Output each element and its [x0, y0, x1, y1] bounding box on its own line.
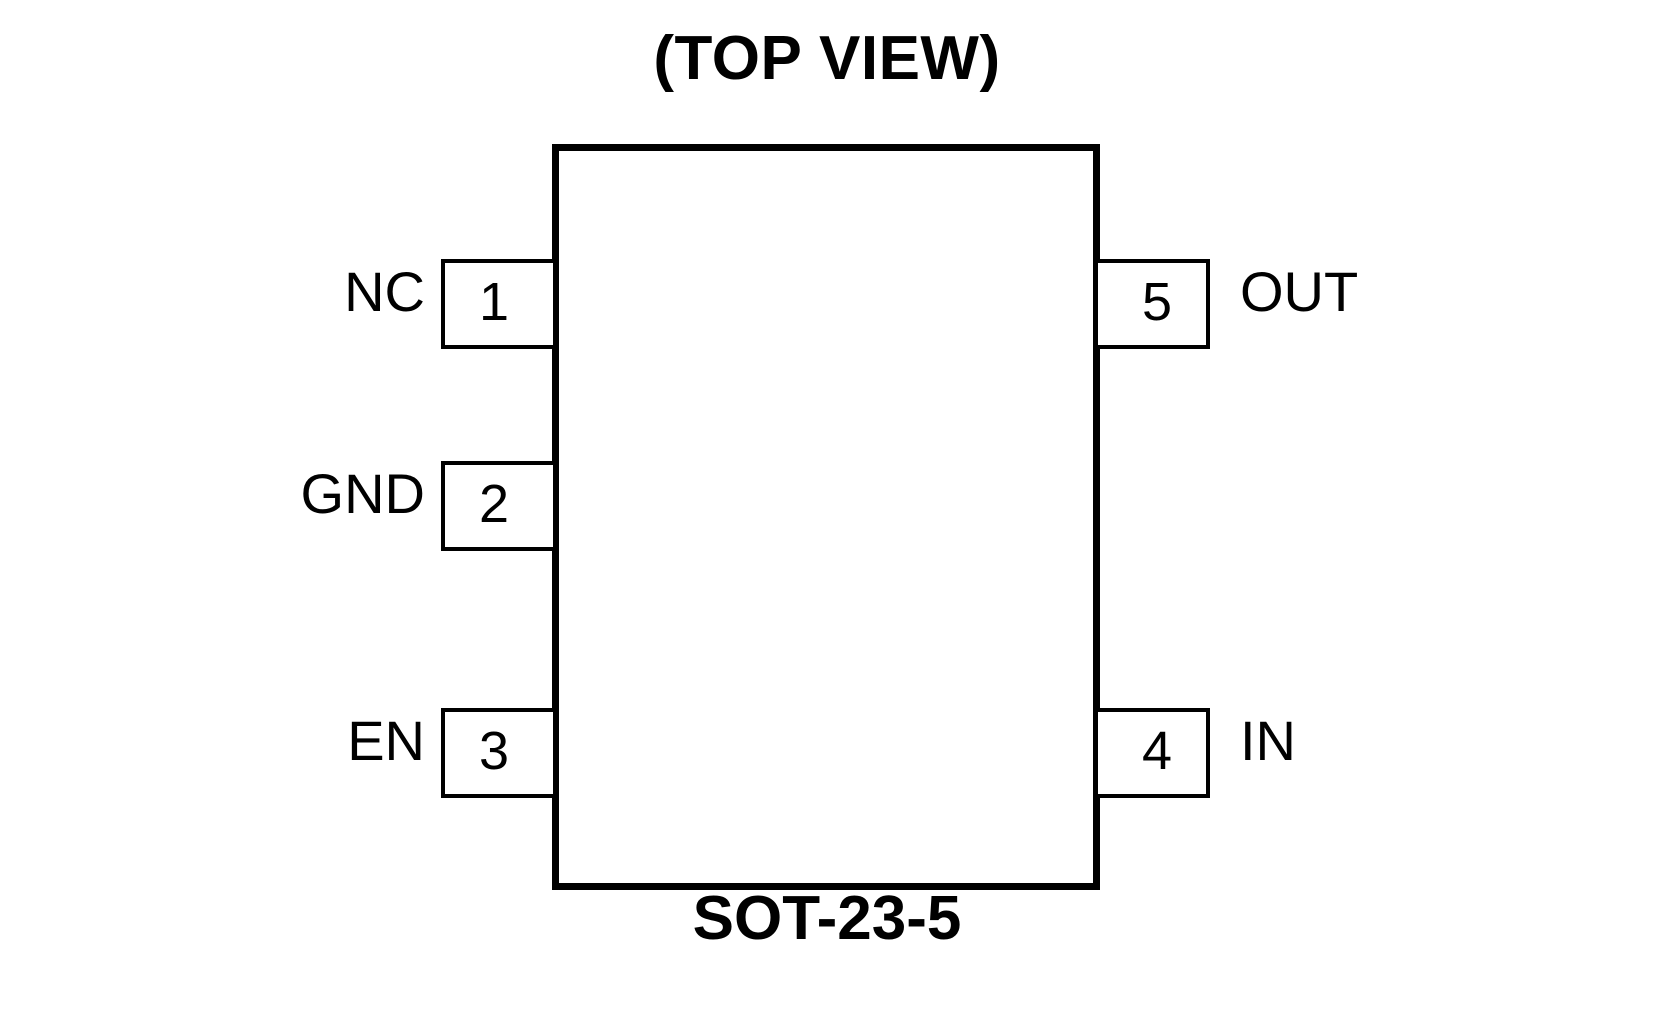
package-body-outline: [552, 144, 1100, 890]
package-caption: SOT-23-5: [692, 884, 962, 953]
pin-pad-2: 2: [441, 461, 553, 551]
pin-label-out: OUT: [1240, 260, 1359, 323]
pin-pad-5: 5: [1098, 259, 1210, 349]
diagram-title: (TOP VIEW): [653, 24, 1001, 93]
pin-pad-1: 1: [441, 259, 553, 349]
pin-label-gnd: GND: [300, 462, 425, 525]
pin-pad-3: 3: [441, 708, 553, 798]
pin-pad-4: 4: [1098, 708, 1210, 798]
pin-label-nc: NC: [344, 260, 425, 323]
pin-label-in: IN: [1240, 709, 1296, 772]
pin-label-en: EN: [347, 709, 425, 772]
